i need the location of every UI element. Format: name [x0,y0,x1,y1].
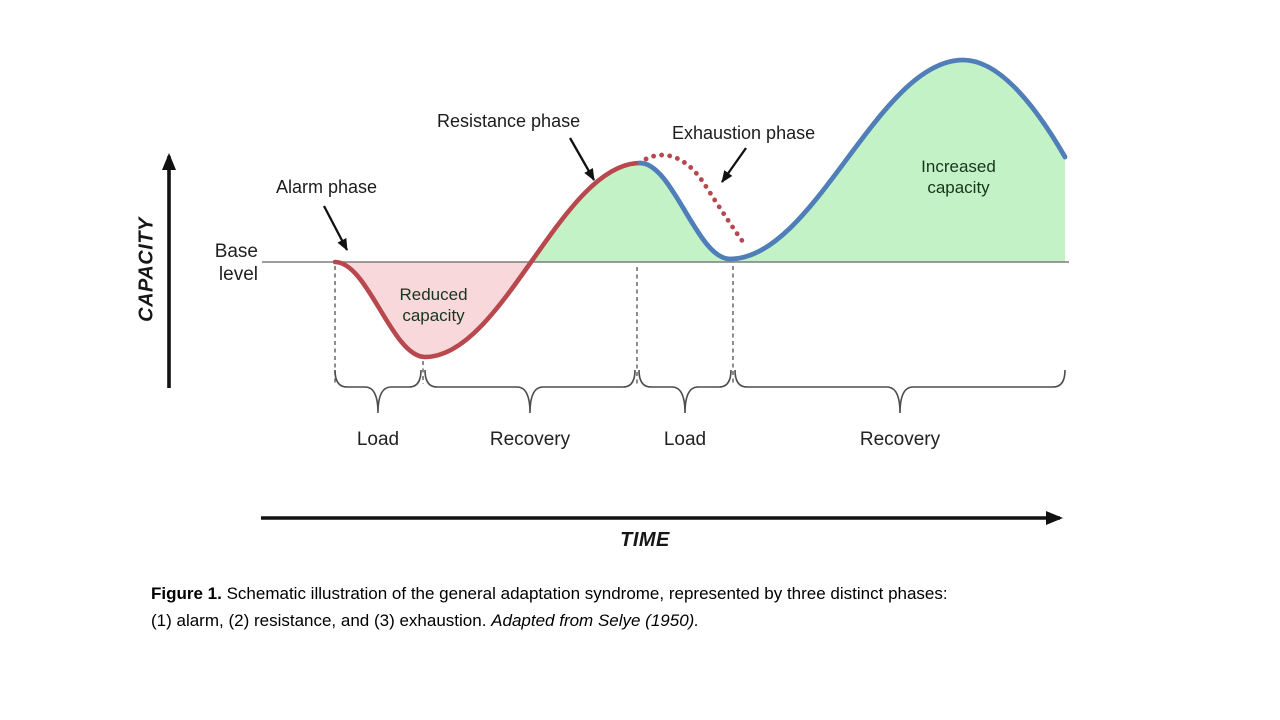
curve-supercompensation-blue [637,57,1068,262]
base-level-label: Base level [188,240,258,286]
caption-line2-text: (1) alarm, (2) resistance, and (3) exhau… [151,611,492,630]
caption-line1-text: Schematic illustration of the general ad… [221,584,948,603]
caption-line-2: (1) alarm, (2) resistance, and (3) exhau… [151,607,1161,634]
base-level-line2: level [218,264,258,285]
brace-load-1 [334,369,422,414]
timeline-label-load-1: Load [356,429,400,450]
caption-source-text: Adapted from Selye (1950). [491,611,700,630]
curve-alarm-resistance-red [332,160,643,360]
caption-line-1: Figure 1. Schematic illustration of the … [151,580,1161,607]
dashed-guide-lines [334,266,734,384]
reduced-capacity-line1: Reduced [399,285,468,304]
increased-capacity-label: Increased capacity [886,156,1031,198]
exhaustion-phase-label: Exhaustion phase [672,123,816,143]
resistance-phase-label: Resistance phase [437,111,581,131]
x-axis-label: TIME [620,529,670,551]
increased-capacity-line2: capacity [927,178,990,197]
exhaustion-annotation-arrow [721,147,747,183]
brace-recovery-1 [424,369,636,414]
timeline-label-recovery-2: Recovery [859,429,941,450]
timeline-label-load-2: Load [663,429,707,450]
brace-recovery-2 [734,369,1066,414]
resistance-annotation-arrow [569,137,595,181]
alarm-phase-label: Alarm phase [276,177,378,197]
increased-capacity-line1: Increased [921,157,996,176]
fill-increased-capacity [335,60,1065,262]
reduced-capacity-line2: capacity [402,306,465,325]
caption-figure-label: Figure 1. [151,584,222,603]
figure-caption: Figure 1. Schematic illustration of the … [151,580,1161,634]
alarm-annotation-arrow [322,205,349,251]
y-axis-label: CAPACITY [135,217,158,322]
curve-exhaustion-dotted [643,152,749,249]
brace-load-2 [638,369,732,414]
timeline-label-recovery-1: Recovery [489,429,571,450]
base-level-line1: Base [214,241,258,262]
timeline-braces [334,369,1066,414]
reduced-capacity-label: Reduced capacity [361,284,506,326]
